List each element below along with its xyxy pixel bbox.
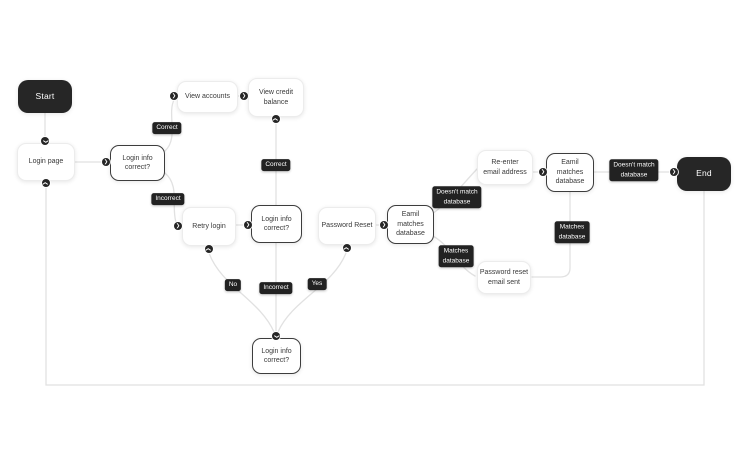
edge-label-doesnt-match-database-1[interactable]: Doesn't match database — [432, 186, 482, 208]
edge-label-incorrect-2[interactable]: Incorrect — [259, 282, 293, 294]
node-login-info-correct-3[interactable]: Login info correct? — [252, 338, 301, 374]
edge-login-info-3-to-password-reset — [277, 252, 347, 333]
node-label: Eamil matches database — [396, 211, 425, 238]
edge-end-to-login-page-loop — [45, 186, 705, 386]
node-label: View credit balance — [258, 89, 294, 106]
node-end[interactable]: End — [677, 157, 731, 191]
node-start[interactable]: Start — [18, 80, 72, 113]
connector-arrow-icon: ❯ — [170, 92, 178, 100]
node-label: End — [696, 168, 712, 179]
node-view-accounts[interactable]: View accounts — [177, 81, 238, 113]
connector-arrow-icon: ❯ — [102, 158, 110, 166]
node-label: Login info correct? — [122, 154, 153, 171]
node-label: Retry login — [192, 222, 226, 230]
node-label: Eamil matches database — [555, 159, 585, 186]
connector-arrow-icon: ❯ — [539, 168, 547, 176]
node-re-enter-email-address[interactable]: Re-enter email address — [477, 150, 533, 185]
node-label: Password reset email sent — [479, 269, 529, 286]
edge-label-yes[interactable]: Yes — [307, 278, 327, 290]
connector-arrow-icon: ❯ — [240, 92, 248, 100]
edge-label-matches-database-2[interactable]: Matches database — [554, 221, 590, 243]
node-label: Re-enter email address — [483, 159, 527, 176]
connector-arrow-icon: ❯ — [244, 221, 252, 229]
node-label: Login info correct? — [261, 347, 292, 364]
node-retry-login[interactable]: Retry login — [182, 207, 236, 246]
connector-arrow-icon: ❯ — [41, 137, 49, 145]
node-label: Login page — [28, 158, 64, 166]
edge-email-matches-2-to-password-reset-email-sent — [531, 191, 571, 278]
connector-arrow-icon: ❯ — [174, 222, 182, 230]
node-login-info-correct-2[interactable]: Login info correct? — [251, 205, 302, 243]
edge-label-no[interactable]: No — [224, 279, 242, 291]
node-login-info-correct-1[interactable]: Login info correct? — [110, 145, 165, 181]
edge-label-matches-database-1[interactable]: Matches database — [438, 245, 474, 267]
edge-label-correct-1[interactable]: Correct — [152, 122, 182, 134]
node-email-matches-database-1[interactable]: Eamil matches database — [387, 205, 434, 244]
node-label: Password Reset — [321, 222, 373, 230]
node-label: View accounts — [184, 93, 230, 101]
connector-arrow-icon: ❯ — [42, 179, 50, 187]
edge-login-info-3-to-retry-login — [208, 252, 275, 333]
node-login-page[interactable]: Login page — [17, 143, 75, 181]
connector-arrow-icon: ❯ — [272, 332, 280, 340]
edge-label-doesnt-match-database-2[interactable]: Doesn't match database — [609, 159, 659, 181]
node-email-matches-database-2[interactable]: Eamil matches database — [546, 153, 594, 192]
edge-label-correct-2[interactable]: Correct — [261, 159, 291, 171]
connector-arrow-icon: ❯ — [380, 221, 388, 229]
node-label: Login info correct? — [261, 215, 292, 232]
connector-arrow-icon: ❯ — [343, 244, 351, 252]
edge-label-incorrect-1[interactable]: Incorrect — [151, 193, 185, 205]
connector-arrow-icon: ❯ — [670, 168, 678, 176]
connector-arrow-icon: ❯ — [205, 245, 213, 253]
connector-arrow-icon: ❯ — [272, 115, 280, 123]
node-password-reset-email-sent[interactable]: Password reset email sent — [477, 261, 531, 294]
node-password-reset[interactable]: Password Reset — [318, 207, 376, 245]
node-label: Start — [35, 90, 55, 101]
node-view-credit-balance[interactable]: View credit balance — [248, 78, 304, 117]
